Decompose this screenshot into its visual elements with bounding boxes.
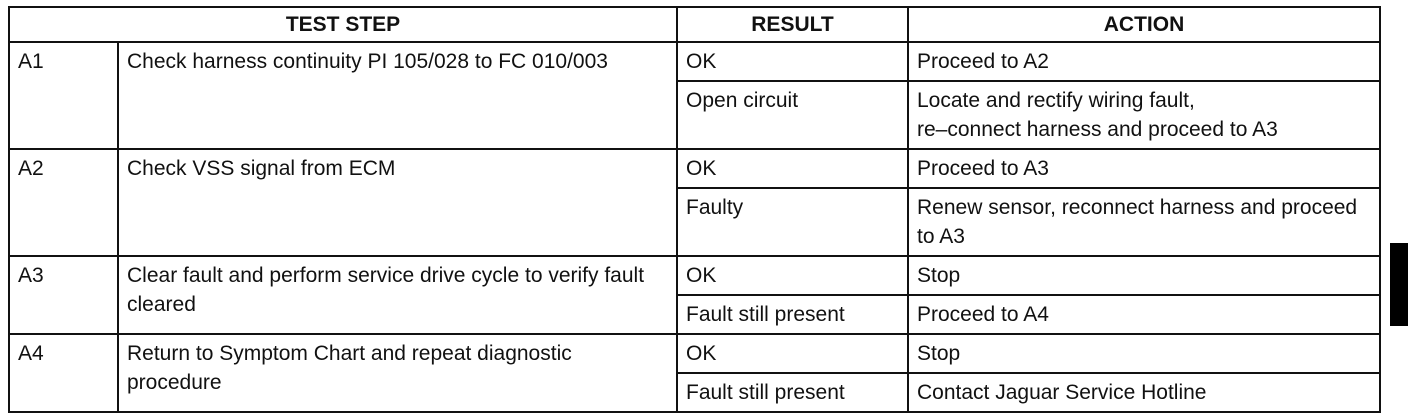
step-code: A1 [8,41,119,150]
table-row: Fault still present Proceed to A4 [9,294,1381,335]
table-row: Open circuit Locate and rectify wiring f… [9,80,1381,150]
action-cell: Proceed to A3 [907,148,1381,189]
action-cell: Proceed to A2 [907,41,1381,82]
header-row: TEST STEP RESULT ACTION [8,6,1381,43]
step-code: A4 [8,333,119,413]
action-text: Renew sensor, reconnect harness and proc… [917,196,1358,248]
step-code: A3 [8,255,119,335]
action-text: re–connect harness and proceed to A3 [917,118,1278,141]
result-cell: OK [676,333,909,374]
step-description: Check harness continuity PI 105/028 to F… [117,41,678,150]
action-text: Contact Jaguar Service Hotline [917,381,1207,404]
diagnostic-table-container: TEST STEP RESULT ACTION A1 Check harness… [8,6,1381,413]
page-edge-tab-marker [1390,243,1408,326]
result-cell: OK [676,255,909,296]
step-code: A2 [8,148,119,257]
header-result: RESULT [676,6,909,43]
result-cell: OK [676,148,909,189]
result-cell: Open circuit [676,80,909,150]
action-cell: Renew sensor, reconnect harness and proc… [907,187,1381,257]
action-text: Stop [917,264,961,287]
action-cell: Contact Jaguar Service Hotline [907,372,1381,413]
diagnostic-table: TEST STEP RESULT ACTION A1 Check harness… [8,6,1381,413]
step-description: Return to Symptom Chart and repeat diagn… [117,333,678,413]
action-text: Proceed to A2 [917,50,1049,73]
action-cell: Proceed to A4 [907,294,1381,335]
result-cell: Fault still present [676,294,909,335]
header-action: ACTION [907,6,1381,43]
action-text: Proceed to A4 [917,303,1049,326]
result-cell: OK [676,41,909,82]
action-text: Proceed to A3 [917,157,1049,180]
header-test-step: TEST STEP [8,6,678,43]
step-description: Check VSS signal from ECM [117,148,678,257]
result-cell: Fault still present [676,372,909,413]
action-cell: Stop [907,333,1381,374]
action-text: Locate and rectify wiring fault, [917,89,1195,112]
table-row: Faulty Renew sensor, reconnect harness a… [9,187,1381,257]
action-text: Stop [917,342,961,365]
action-cell: Stop [907,255,1381,296]
table-row: A2 Check VSS signal from ECM OK Proceed … [8,148,1381,257]
result-cell: Faulty [676,187,909,257]
table-row: A3 Clear fault and perform service drive… [8,255,1381,335]
action-cell: Locate and rectify wiring fault, re–conn… [907,80,1381,150]
table-row: A4 Return to Symptom Chart and repeat di… [8,333,1381,413]
table-row: A1 Check harness continuity PI 105/028 t… [8,41,1381,150]
step-description: Clear fault and perform service drive cy… [117,255,678,335]
